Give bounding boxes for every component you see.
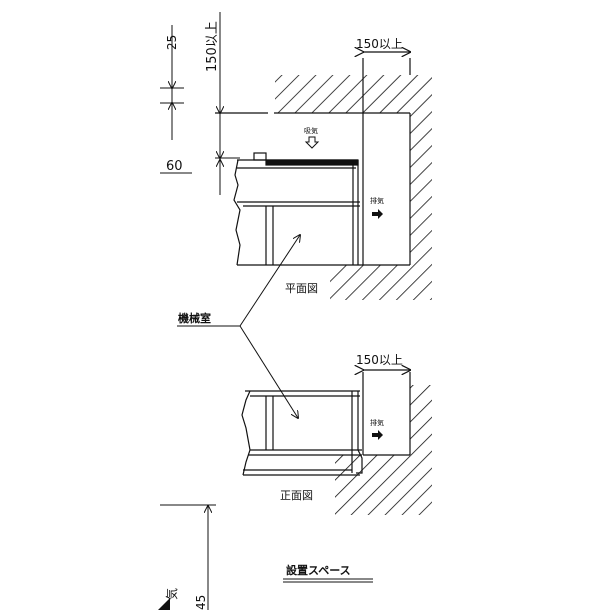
plan-machine [233, 152, 360, 266]
exhaust-label-front: 排気 [370, 418, 384, 427]
machine-room-callout: 機械室 [178, 311, 211, 325]
front-view-label: 正面図 [280, 489, 313, 502]
bottom-partial-label: 気 [164, 588, 179, 600]
intake-arrow-icon [304, 136, 320, 149]
drawing-title: 設置スペース [286, 563, 351, 577]
top-clearance-dim: 150以上 [205, 21, 220, 72]
left-dimension-lines [160, 12, 240, 195]
front-side-clearance-dim: 150以上 [356, 353, 403, 367]
exhaust-arrow-icon [372, 209, 383, 219]
exhaust-arrow-icon [372, 430, 383, 440]
bottom-dimension-lines [160, 504, 216, 610]
front-wall-hatching [335, 385, 432, 515]
title-underline [283, 578, 373, 583]
bottom-partial-dim: 45 [194, 595, 208, 610]
front-wall-lines [363, 370, 410, 456]
intake-label: 吸気 [304, 126, 318, 135]
plan-wall-lines [215, 52, 410, 266]
plan-view-label: 平面図 [285, 282, 318, 295]
left-small-dim: 25 [165, 35, 179, 50]
exhaust-label-plan: 排気 [370, 196, 384, 205]
plan-side-clearance-dim: 150以上 [356, 37, 403, 51]
left-offset-dim: 60 [166, 159, 183, 174]
plan-wall-hatching [275, 75, 432, 300]
partial-arrow-icon [158, 598, 170, 610]
callout-leaders [177, 235, 300, 418]
front-machine [241, 390, 363, 476]
